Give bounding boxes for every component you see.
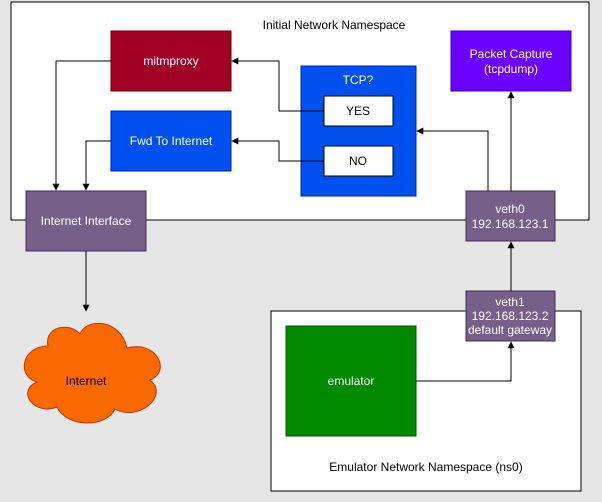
veth1-box (465, 290, 556, 342)
internet-interface-label: Internet Interface (41, 214, 132, 228)
fwd-to-internet-label: Fwd To Internet (130, 134, 213, 148)
emulator-to-veth1-arrow (416, 341, 515, 382)
packet-capture-line2: (tcpdump) (484, 62, 538, 76)
packet-capture-line1: Packet Capture (470, 47, 553, 61)
mitmproxy-box (110, 30, 232, 92)
fwd-to-internet-box (110, 110, 232, 172)
veth1-line1: veth1 (495, 295, 525, 309)
veth0-to-tcp-arrow (416, 127, 489, 191)
internet-cloud (23, 322, 161, 424)
emulator-box (285, 325, 417, 437)
internet-interface-box (25, 190, 147, 252)
yes-label: YES (346, 104, 370, 118)
emulator-namespace-label: Emulator Network Namespace (ns0) (329, 460, 522, 474)
yes-to-mitmproxy-arrow (231, 57, 324, 112)
veth1-line2: 192.168.123.2 (472, 309, 549, 323)
fwd-to-interface-arrow (82, 140, 111, 191)
yes-box (323, 95, 394, 127)
no-to-fwd-arrow (231, 137, 324, 162)
emulator-label: emulator (328, 374, 375, 388)
mitmproxy-to-interface-arrow (52, 60, 111, 191)
veth1-line3: default gateway (468, 323, 552, 337)
initial-namespace-label: Initial Network Namespace (263, 18, 406, 32)
no-label: NO (349, 154, 367, 168)
tcp-decision-title: TCP? (343, 73, 374, 87)
veth0-line1: veth0 (495, 202, 525, 216)
tcp-decision-box (300, 65, 417, 197)
veth0-box (465, 190, 556, 242)
veth0-line2: 192.168.123.1 (472, 217, 549, 231)
internet-label: Internet (66, 374, 107, 388)
mitmproxy-label: mitmproxy (143, 54, 198, 68)
packet-capture-box (450, 30, 572, 92)
no-box (323, 145, 394, 177)
